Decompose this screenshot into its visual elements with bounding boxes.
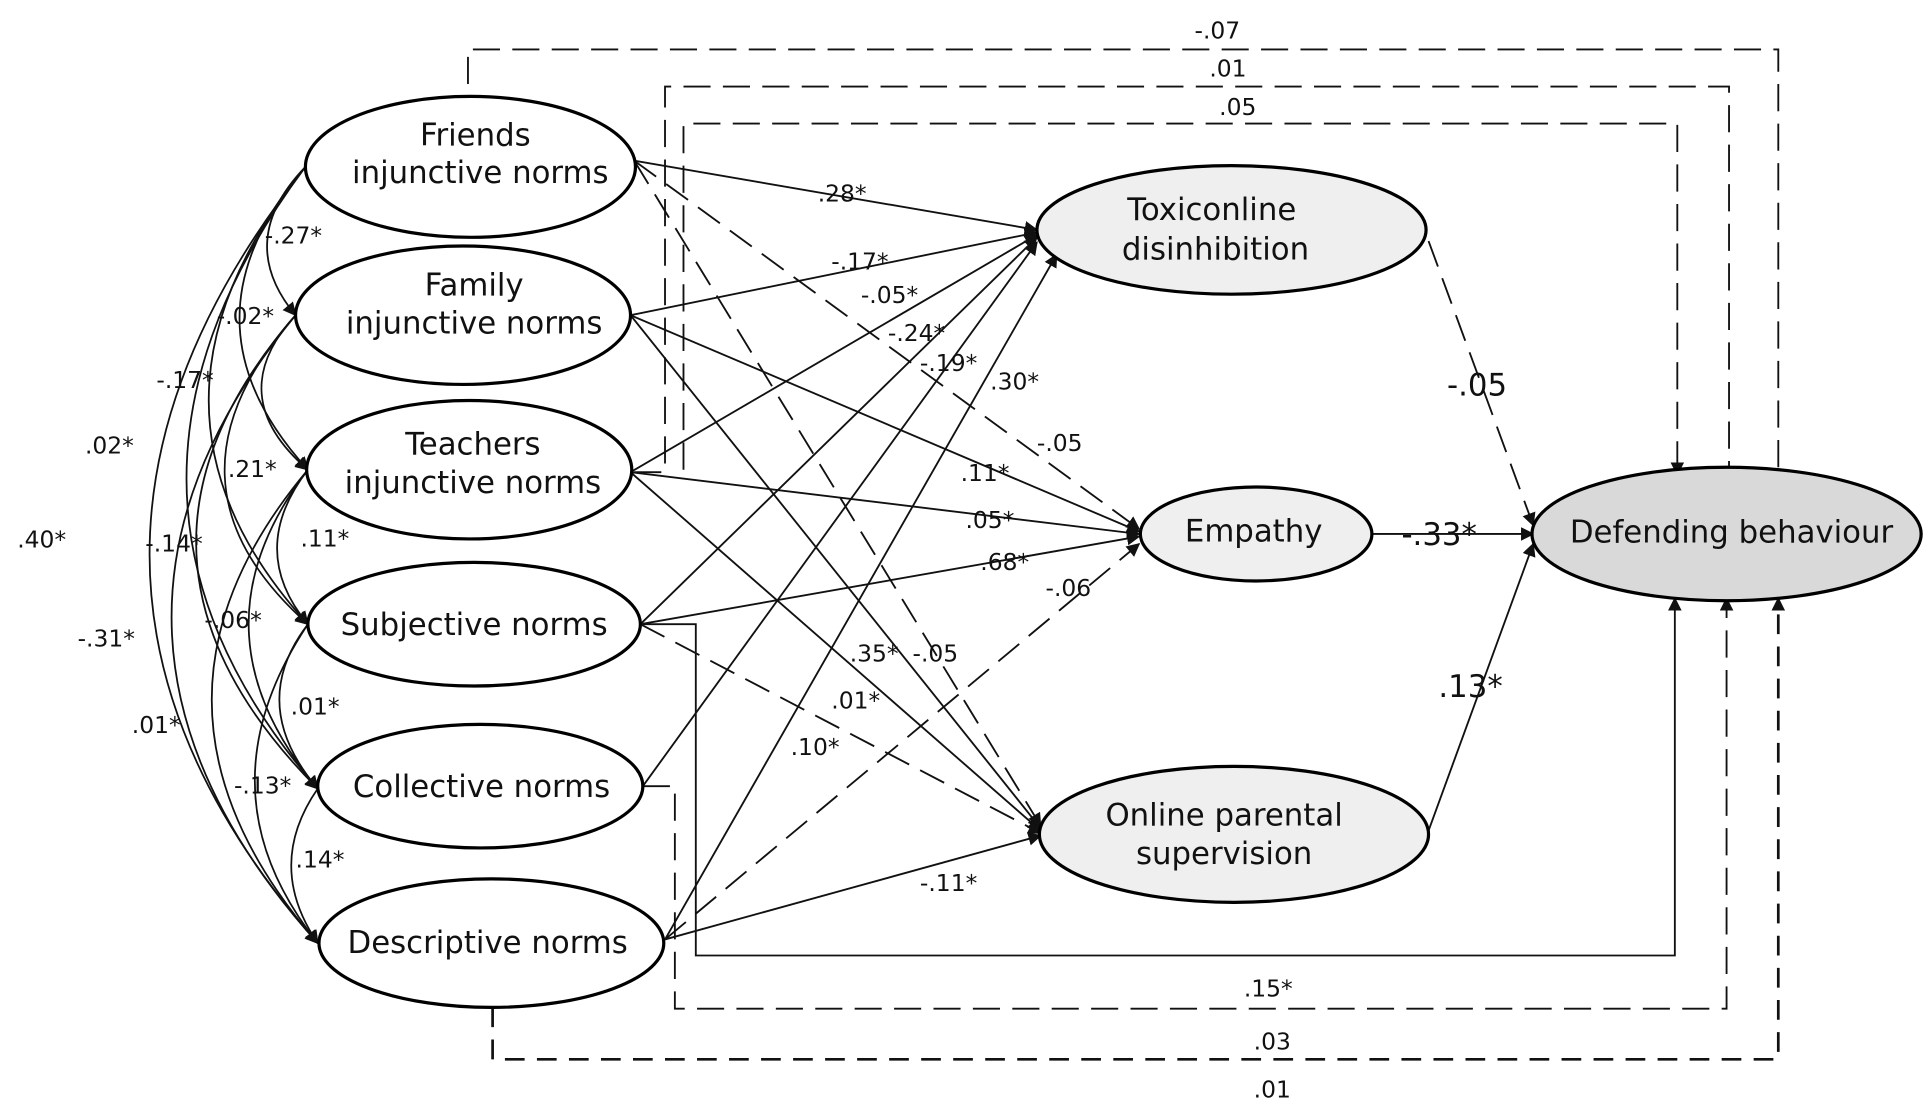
regression-paths: [629, 159, 1536, 941]
cov-label: -.13*: [234, 772, 292, 800]
direct-paths: [467, 48, 1786, 1061]
node-collective-norms: Collective norms: [316, 722, 645, 850]
node-label: injunctive norms: [345, 465, 602, 501]
cov-label: .01*: [132, 711, 181, 739]
path-family-toxic: [630, 228, 1039, 317]
path-family-parental: [629, 314, 1042, 830]
path-label: .13*: [1438, 669, 1502, 705]
path-label: .05*: [966, 506, 1015, 534]
path-teachers-parental: [629, 471, 1042, 832]
direct-path-family: [682, 122, 1685, 477]
path-label: -.05: [1447, 367, 1507, 403]
path-toxic-defending: [1427, 240, 1536, 527]
cov-arc: [207, 166, 309, 626]
direct-label: .05: [1219, 93, 1256, 121]
path-label: .30*: [990, 367, 1039, 395]
path-label: -.06: [1046, 574, 1092, 602]
path-parental-defending: [1427, 542, 1536, 831]
direct-path-teachers: [634, 85, 1736, 598]
path-label: -.11*: [920, 869, 978, 897]
path-family-empathy: [630, 314, 1141, 533]
cov-label: .02*: [85, 432, 134, 460]
path-subjective-toxic: [639, 236, 1038, 625]
node-toxic-online-disinhibition: Toxiconline disinhibition: [1035, 164, 1428, 296]
path-label: -.05: [913, 639, 959, 667]
node-label: disinhibition: [1122, 231, 1309, 267]
covariance-arcs: [148, 153, 319, 945]
path-label: .01*: [831, 686, 880, 714]
cov-arc: [254, 623, 319, 945]
node-label: Subjective norms: [341, 607, 608, 643]
path-collective-toxic: [642, 241, 1038, 787]
node-family-injunctive-norms: Family injunctive norms: [293, 244, 633, 387]
path-label: .68*: [980, 548, 1029, 576]
path-descriptive-toxic: [664, 253, 1058, 940]
node-subjective-norms: Subjective norms: [306, 560, 642, 688]
node-empathy: Empathy: [1138, 485, 1374, 583]
node-label: injunctive norms: [346, 306, 603, 342]
cov-arc: [170, 314, 319, 945]
direct-path-friends: [467, 48, 1786, 595]
path-friends-toxic: [634, 159, 1039, 235]
node-teachers-injunctive-norms: Teachers injunctive norms: [305, 398, 634, 541]
node-label: injunctive norms: [352, 155, 609, 191]
path-descriptive-empathy: [664, 543, 1141, 941]
cov-arc: [210, 469, 319, 945]
node-friends-injunctive-norms: Friends injunctive norms: [303, 94, 638, 239]
node-label: Descriptive norms: [348, 925, 628, 961]
cov-label: .14*: [296, 846, 345, 874]
cov-label: .21*: [228, 455, 277, 483]
direct-label: .01: [1209, 55, 1246, 83]
path-label: -.05: [1037, 429, 1083, 457]
direct-label: .01: [1254, 1076, 1291, 1104]
cov-label: -.06*: [204, 606, 262, 634]
direct-label: -.07: [1195, 16, 1241, 44]
node-label: Defending behaviour: [1570, 514, 1894, 550]
path-descriptive-parental: [664, 832, 1042, 941]
path-label: -.19*: [920, 349, 978, 377]
cov-arc: [247, 469, 319, 790]
node-label: Family: [425, 267, 524, 303]
cov-label: -.17*: [156, 366, 214, 394]
cov-arc: [260, 314, 309, 471]
path-friends-parental: [633, 160, 1042, 827]
path-label: -.05*: [861, 281, 919, 309]
cov-arc: [290, 788, 319, 945]
path-label: .11*: [961, 459, 1010, 487]
cov-label: -.02*: [217, 302, 275, 330]
cov-label: -.27*: [265, 221, 323, 249]
cov-label: .11*: [300, 524, 349, 552]
cov-label: .40*: [17, 526, 66, 554]
direct-path-subjective: [640, 596, 1682, 957]
path-teachers-toxic: [630, 234, 1039, 473]
path-teachers-empathy: [630, 471, 1141, 540]
path-friends-empathy: [633, 159, 1141, 530]
path-label: -.33*: [1401, 517, 1476, 553]
direct-label: .15*: [1244, 974, 1293, 1002]
cov-arc: [185, 166, 319, 790]
path-subjective-parental-dashed: [639, 623, 1042, 834]
node-descriptive-norms: Descriptive norms: [317, 877, 666, 1010]
direct-path-collective: [642, 596, 1734, 1010]
node-label: Teachers: [404, 427, 540, 463]
node-online-parental-supervision: Online parental supervision: [1037, 764, 1431, 904]
node-label: Friends: [420, 118, 531, 154]
path-label: -.17*: [831, 247, 889, 275]
node-label: Online parental: [1105, 798, 1342, 834]
path-label: .28*: [818, 179, 867, 207]
path-label: .10*: [791, 733, 840, 761]
node-defending-behaviour: Defending behaviour: [1530, 465, 1923, 603]
cov-label: -.14*: [145, 529, 203, 557]
node-label: Collective norms: [353, 769, 610, 805]
cov-label: -.31*: [78, 624, 136, 652]
path-label: .35*: [850, 639, 899, 667]
node-label: Toxiconline: [1126, 192, 1296, 228]
cov-label: .01*: [291, 692, 340, 720]
direct-label: .03: [1254, 1027, 1291, 1055]
node-label: Empathy: [1185, 513, 1323, 549]
path-label: -.24*: [888, 319, 946, 347]
node-label: supervision: [1136, 836, 1312, 872]
